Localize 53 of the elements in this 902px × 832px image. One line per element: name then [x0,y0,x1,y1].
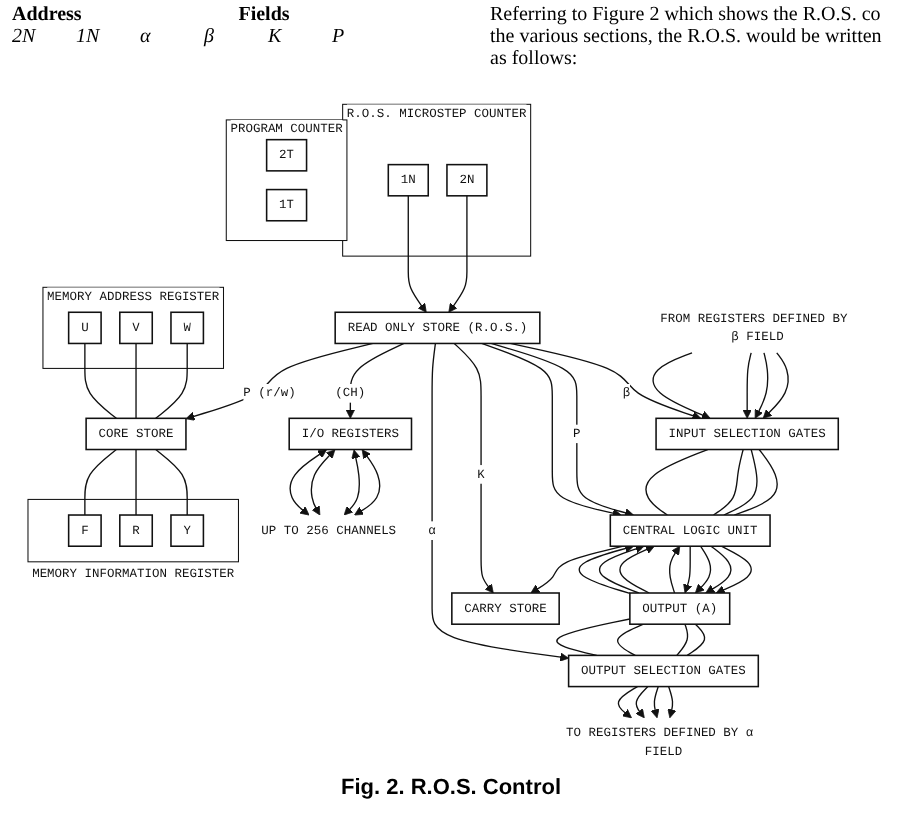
arrow [619,545,655,594]
arrow [667,685,677,719]
connector [712,448,744,516]
paragraph: Referring to Figure 2 which shows the R.O.S. co the various sections, the R.O.S. would be written as follows: [490,4,882,70]
field-name: 2N [12,26,38,48]
arrow [668,545,681,594]
connector [723,448,758,516]
connector [155,342,188,419]
connector [616,623,645,657]
arrow [762,352,789,419]
arrow [715,545,752,594]
cluster [27,498,239,563]
arrow [431,342,570,662]
arrow [742,352,752,419]
connector [645,448,709,516]
field-name: 1N [76,26,102,48]
arrow [345,342,405,419]
arrow [754,352,769,419]
connector [733,448,778,516]
arrow [448,195,468,313]
caption: Fig. 2. R.O.S. Control [341,776,561,800]
arrow [694,545,712,594]
field-name: α [140,26,153,48]
field-name: P [332,26,347,48]
heading: Address [12,4,84,26]
arrow [683,545,692,594]
arrow [407,195,427,313]
connector [556,618,631,657]
connector [155,448,188,516]
arrow [652,352,711,420]
arrow [453,342,494,594]
arrow [530,545,624,594]
arrow [650,685,660,719]
arrow [289,449,327,516]
arrow [509,342,702,421]
connector [135,448,137,516]
arrow [185,342,374,421]
arrow [310,449,336,516]
arrow [354,449,381,516]
heading: Fields [236,4,292,26]
field-name: β [204,26,216,48]
connector [84,342,118,419]
arrow [705,545,732,594]
connector [686,623,706,657]
connector [135,342,137,419]
field-name: K [268,26,284,48]
arrow [598,544,645,594]
arrow [617,685,639,719]
connector [84,448,118,516]
arrow [343,449,361,516]
arrow [635,685,649,719]
arrow [578,544,635,595]
connector [676,623,689,657]
